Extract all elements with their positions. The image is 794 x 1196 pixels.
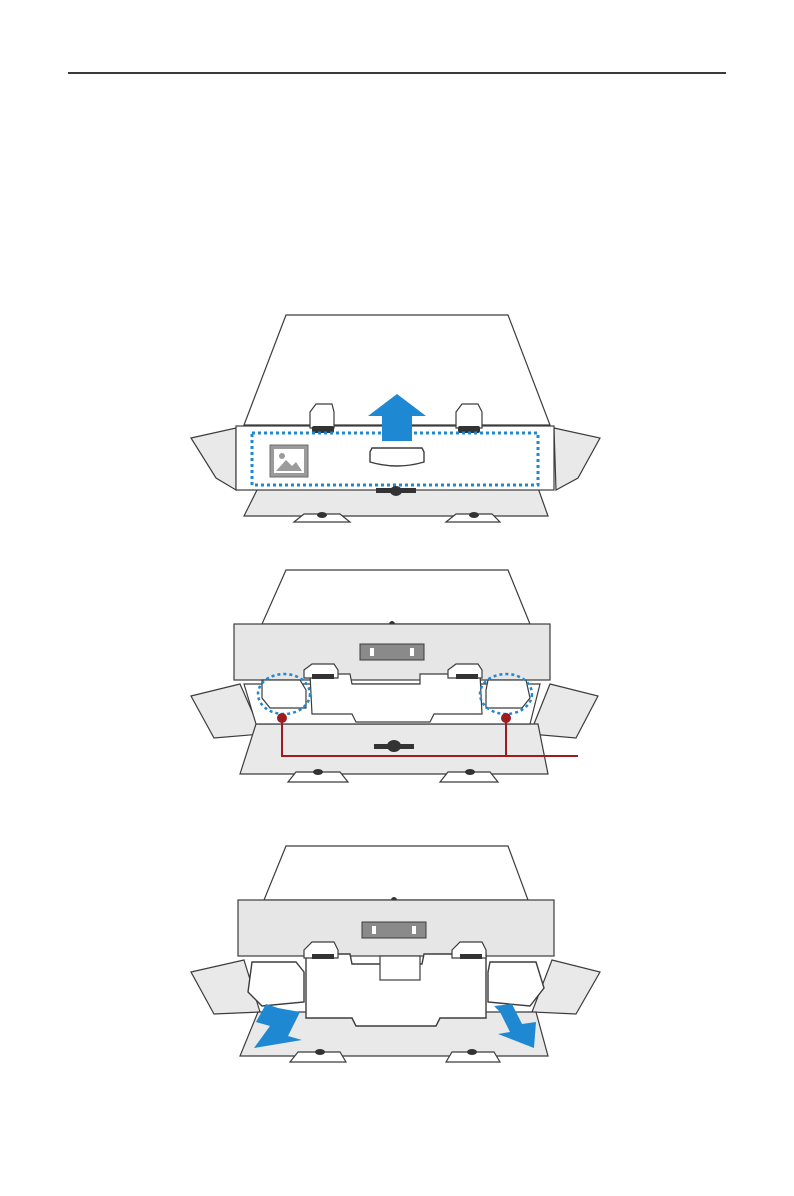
foam-release-figure [0, 560, 794, 800]
tab-slot [372, 926, 376, 934]
right-flap [530, 684, 598, 738]
latch-left-clip [312, 954, 334, 959]
illustration-step-2 [0, 560, 794, 800]
latch-right [456, 404, 482, 428]
handle-hole [313, 769, 323, 775]
latch-left-clip [312, 674, 334, 679]
tab-slot [370, 648, 374, 656]
bottom-clip-knob [390, 486, 402, 496]
box-back-panel [264, 846, 528, 900]
foam-corner-right [486, 680, 530, 708]
header-rule [68, 72, 726, 74]
hand-hold [370, 448, 424, 466]
red-callout-dot [277, 713, 287, 723]
foam-removal-figure [0, 836, 794, 1076]
handle-hole [467, 1049, 477, 1055]
illustration-step-3 [0, 836, 794, 1076]
bottom-clip-knob [387, 740, 401, 752]
foam-corner-left [248, 962, 304, 1006]
handle-hole [465, 769, 475, 775]
left-flap [191, 428, 236, 490]
handle-hole [315, 1049, 325, 1055]
red-callout-dot [501, 713, 511, 723]
handle-hole [469, 512, 479, 518]
inner-lid-tab [360, 644, 424, 660]
latch-right-clip [460, 954, 482, 959]
tab-slot [410, 648, 414, 656]
latch-right-clip [456, 674, 478, 679]
foam-center-slot [380, 956, 420, 980]
box-back-panel [262, 570, 530, 624]
illustration-step-1 [0, 300, 794, 540]
handle-hole [317, 512, 327, 518]
foam-corner-right [488, 962, 544, 1006]
tab-slot [412, 926, 416, 934]
inner-lid-tab [362, 922, 426, 938]
image-label-icon [270, 445, 308, 477]
box-opening-figure [0, 300, 794, 540]
right-flap [554, 428, 600, 490]
latch-left [310, 404, 334, 428]
foam-corner-left [262, 680, 306, 708]
